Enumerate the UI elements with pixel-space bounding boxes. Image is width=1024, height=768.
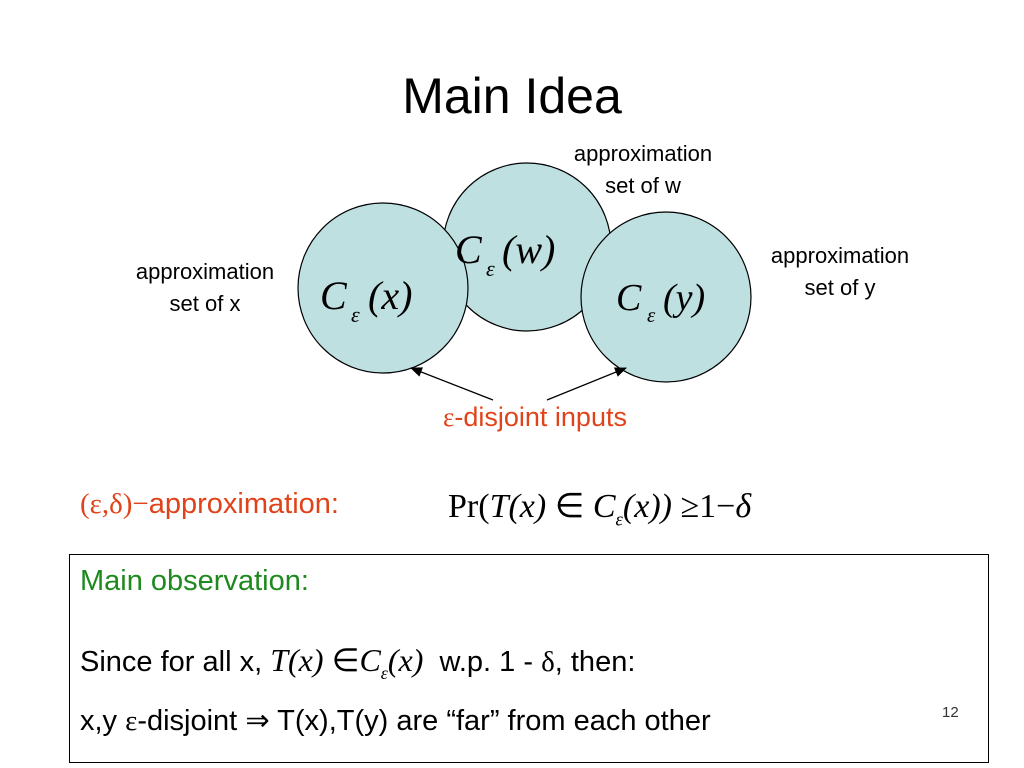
- formula-tx: (x): [508, 488, 547, 525]
- line1-sub: ε: [380, 663, 388, 684]
- arrow-to-y: [546, 367, 627, 401]
- formula-sub: ε: [615, 509, 623, 531]
- approximation-text: approximation:: [148, 488, 339, 520]
- set-w-name: C: [455, 227, 483, 272]
- line1-delta: δ: [541, 646, 555, 678]
- line1-prefix: Since for all x,: [80, 646, 263, 678]
- set-x-sub: ε: [351, 302, 360, 327]
- observation-line-2: x,y ε-disjoint ⇒ T(x),T(y) are “far” fro…: [80, 703, 711, 738]
- observation-line-1: Since for all x, T(x) ∈Cε(x) w.p. 1 - δ,…: [80, 641, 635, 684]
- formula-geq: ≥: [680, 488, 700, 525]
- approximation-label: (ε,δ)−approximation:: [80, 488, 339, 521]
- line2-eps: ε: [125, 705, 138, 737]
- observation-box: Main observation: Since for all x, T(x) …: [69, 554, 989, 763]
- formula-cx: (x)): [622, 488, 672, 525]
- eps-delta-symbol: (ε,δ)−: [80, 488, 149, 520]
- set-y-name: C: [616, 277, 642, 319]
- line1-c: C: [359, 642, 381, 678]
- label-approx-set-w: approximation set of w: [548, 138, 738, 202]
- label-line: approximation: [573, 141, 713, 166]
- line2-suffix: T(x),T(y) are “far” from each other: [277, 705, 711, 737]
- arrow-to-x: [410, 367, 494, 401]
- formula-delta: δ: [735, 488, 752, 525]
- slide-number: 12: [942, 704, 959, 721]
- set-x-name: C: [320, 273, 348, 318]
- line2-prefix: x,y: [80, 705, 118, 737]
- formula-t: T: [489, 488, 509, 525]
- formula-in: ∈: [554, 488, 585, 525]
- formula-pr: Pr(: [448, 488, 490, 525]
- slide-title: Main Idea: [402, 68, 622, 124]
- label-line: approximation: [135, 259, 275, 284]
- line2-mid: -disjoint: [137, 705, 238, 737]
- set-w-arg: (w): [502, 227, 555, 272]
- label-line: set of w: [605, 173, 681, 198]
- label-line: set of x: [169, 291, 241, 316]
- set-y-arg: (y): [663, 277, 705, 319]
- line1-suffix-b: , then:: [554, 646, 636, 678]
- observation-title: Main observation:: [80, 565, 309, 597]
- disjoint-inputs-caption: ε-disjoint inputs: [400, 402, 670, 433]
- approximation-formula: Pr(T(x) ∈ Cε(x)) ≥1−δ: [448, 486, 751, 531]
- formula-one: 1−: [699, 488, 736, 525]
- line1-t: T: [270, 642, 288, 678]
- set-y-sub: ε: [647, 303, 656, 327]
- label-line: approximation: [770, 243, 910, 268]
- label-approx-set-x: approximation set of x: [110, 256, 300, 320]
- circle-set-y: [580, 211, 752, 383]
- circle-set-x: [297, 202, 469, 374]
- caption-text: -disjoint inputs: [454, 402, 627, 432]
- epsilon-symbol: ε: [443, 402, 455, 432]
- line1-cx: (x): [387, 642, 424, 678]
- set-w-sub: ε: [486, 256, 495, 281]
- label-line: set of y: [804, 275, 876, 300]
- formula-c: C: [592, 488, 616, 525]
- line1-suffix-a: w.p. 1 -: [439, 646, 534, 678]
- set-x-arg: (x): [368, 273, 412, 318]
- implies-arrow: ⇒: [245, 705, 270, 737]
- line1-in: ∈: [331, 642, 360, 678]
- line1-tx: (x): [288, 642, 324, 678]
- label-approx-set-y: approximation set of y: [745, 240, 935, 304]
